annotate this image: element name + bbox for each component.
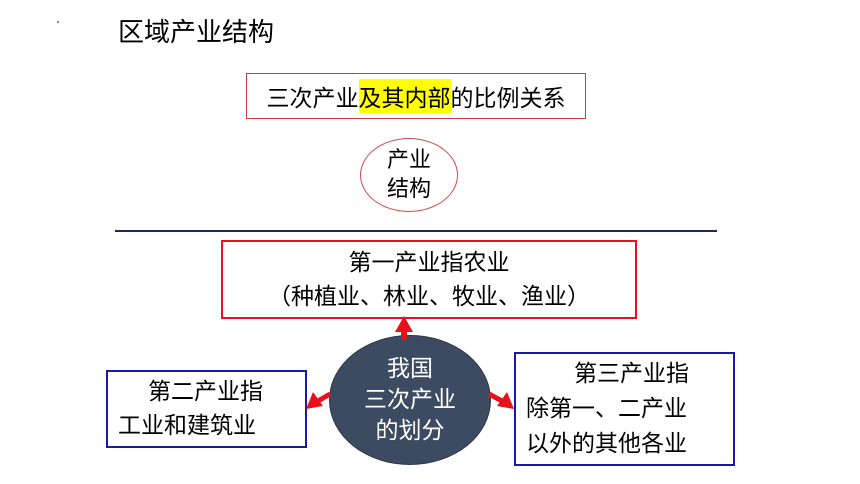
concept-ellipse: 产业 结构 — [360, 138, 458, 212]
center-line-3: 的划分 — [375, 417, 445, 444]
primary-line-1: 第一产业指农业 — [348, 249, 510, 276]
tertiary-industry-box: 第三产业指 除第一、二产业 以外的其他各业 — [514, 352, 735, 466]
arrow-left-icon — [306, 391, 332, 409]
center-circle: 我国 三次产业 的划分 — [329, 335, 491, 465]
center-line-1: 我国 — [387, 355, 433, 382]
secondary-line-2: 工业和建筑业 — [118, 413, 256, 439]
center-line-2: 三次产业 — [364, 386, 456, 413]
subtitle-part2: 的比例关系 — [450, 86, 566, 112]
secondary-line-1: 第二产业指 — [148, 379, 263, 405]
slide-title: 区域产业结构 — [118, 18, 275, 48]
subtitle-part1: 三次产业 — [266, 86, 359, 112]
concept-line-2: 结构 — [386, 177, 431, 202]
arrow-right-icon — [487, 391, 514, 409]
tertiary-line-3: 以外的其他各业 — [526, 430, 687, 457]
secondary-industry-box: 第二产业指 工业和建筑业 — [106, 370, 307, 448]
tertiary-line-1: 第三产业指 — [574, 360, 689, 387]
tertiary-line-2: 除第一、二产业 — [526, 395, 687, 422]
subtitle-highlight: 及其内部 — [358, 79, 451, 113]
primary-industry-box: 第一产业指农业 （种植业、林业、牧业、渔业） — [221, 240, 637, 319]
primary-line-2: （种植业、林业、牧业、渔业） — [268, 283, 590, 310]
subtitle-box: 三次产业及其内部的比例关系 — [246, 73, 586, 119]
concept-line-1: 产业 — [386, 148, 431, 173]
decorative-dot — [57, 21, 59, 23]
divider-line — [115, 230, 717, 232]
